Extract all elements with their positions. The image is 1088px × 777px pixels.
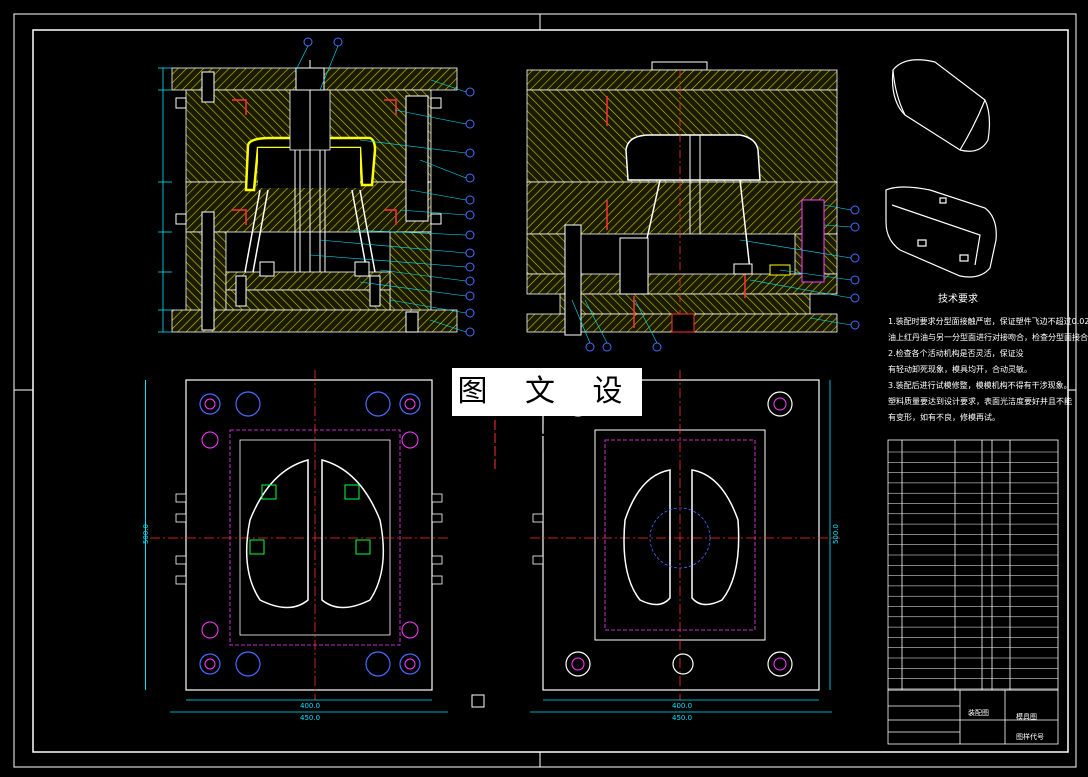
part-3d-bottom [885, 186, 997, 278]
tech-line-6: 塑料质量要达到设计要求，表面光洁度要好并且不能 [888, 397, 1072, 406]
bom-table [887, 439, 1059, 691]
tech-line-7: 有变形，如有不良，修模再试。 [888, 413, 1000, 422]
dim-bottom-left-1: 400.0 [300, 702, 321, 710]
tech-line-4: 有轻动卸死现象，模具均开，合动灵敏。 [888, 365, 1032, 374]
title-block-part-code: 图样代号 [1016, 733, 1044, 741]
watermark-banner: 图 文 设 计 [452, 368, 642, 457]
tech-line-2: 油上红丹油与另一分型面进行对接吻合，检查分型面接合情况。 [888, 333, 1088, 342]
tech-line-5: 3.装配后进行试模修整，模模机构不得有干涉现象。 [888, 381, 1072, 390]
title-block-drawing-name: 装配图 [968, 709, 989, 717]
plan-view-left [145, 370, 496, 713]
dim-bottom-right-1: 400.0 [672, 702, 693, 710]
tech-requirements-title: 技术要求 [938, 294, 978, 305]
tech-line-1: 1.装配时要求分型面接触严密，保证塑件飞边不超过0.02mm。 [888, 317, 1088, 326]
title-block-mold: 模具图 [1016, 713, 1037, 721]
inner-frame [32, 29, 1069, 753]
title-block [887, 689, 1059, 745]
tech-line-3: 2.检查各个活动机构是否灵活，保证没 [888, 349, 1024, 358]
plan-view-right [530, 370, 840, 713]
dim-bottom-right-2: 450.0 [672, 714, 693, 722]
part-3d-top [891, 59, 991, 152]
bom-rows [888, 451, 1058, 690]
section-view-left [158, 37, 475, 337]
section-view-right [526, 61, 860, 352]
dim-right-side: 500.0 [832, 523, 841, 545]
dim-bottom-left-2: 450.0 [300, 714, 321, 722]
dim-left-side: 500.0 [142, 523, 151, 545]
